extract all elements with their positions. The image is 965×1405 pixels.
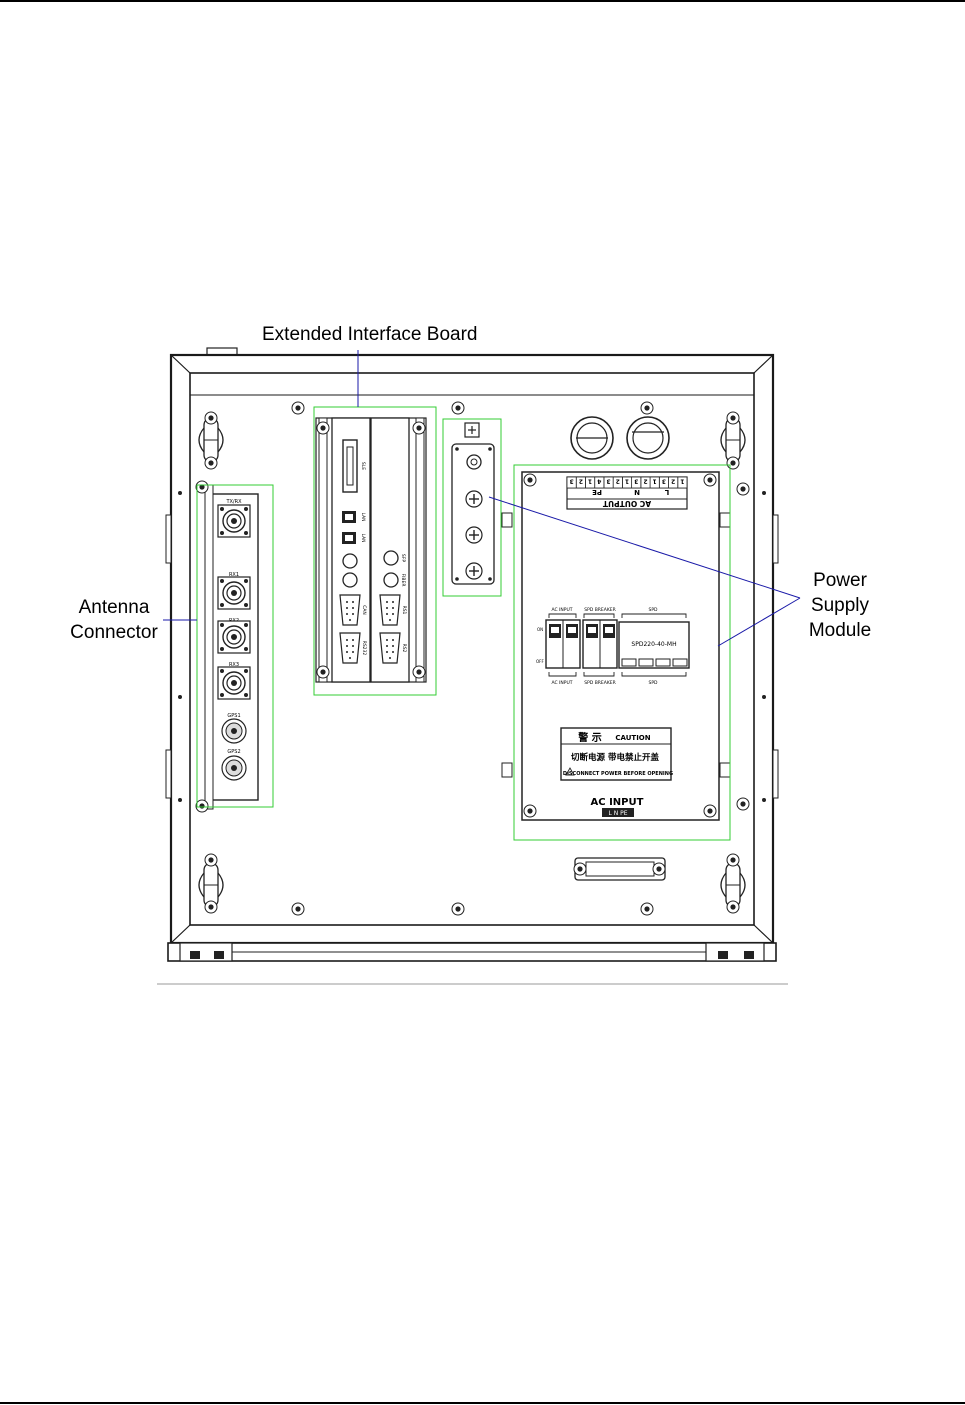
pin-number: 4: [597, 478, 601, 485]
pin-number: 2: [671, 478, 675, 485]
extended-interface-board: SLE LAN LAN CAN RS232 SFP FIBER RS1 RS2: [315, 417, 427, 683]
port-label: GPS1: [227, 713, 240, 719]
gps1-port-icon: [221, 718, 247, 744]
card-label: RS232: [361, 641, 367, 656]
leader-lines: [163, 350, 801, 647]
tx-rx-port-icon: [217, 504, 251, 538]
callout-power-supply-module: Power Supply Module: [794, 568, 886, 643]
ac-input-label: AC INPUT: [591, 797, 644, 808]
gps2-port-icon: [221, 755, 247, 781]
warning-triangle-icon: [565, 767, 575, 776]
pin-number: 1: [625, 478, 629, 485]
spd-model-label: SPD220-40-MH: [631, 641, 676, 648]
card-label: RS2: [401, 644, 407, 653]
card-label: LAN: [360, 533, 366, 542]
breaker-label-top: SPD BREAKER: [584, 607, 616, 613]
pin-number: 3: [634, 478, 638, 485]
antenna-highlight-box: [196, 484, 274, 808]
pin-number: 2: [643, 478, 647, 485]
power-supply-highlight-box: [513, 464, 731, 841]
page-top-rule: [0, 0, 965, 2]
breaker-label-top: SPD: [648, 607, 658, 613]
spd-device: SPD220-40-MH: [618, 621, 690, 669]
caution-title-en: CAUTION: [615, 734, 650, 742]
pin-number: 1: [680, 478, 684, 485]
pin-number: 3: [570, 478, 574, 485]
power-leader-2: [717, 597, 801, 647]
ac-output-header: N: [634, 488, 640, 496]
rx2-port-icon: [217, 620, 251, 654]
card-label: LAN: [360, 512, 366, 521]
pin-cell: [566, 476, 577, 489]
callout-line: Connector: [70, 622, 158, 643]
frame-screws: [178, 401, 766, 916]
breaker-label-bottom: AC INPUT: [551, 680, 572, 686]
callout-line: Supply: [810, 595, 870, 616]
pin-number: 2: [579, 478, 583, 485]
port-label: TX/RX: [225, 499, 242, 505]
callout-extended-interface-board: Extended Interface Board: [262, 324, 478, 345]
port-label: RX1: [229, 572, 239, 578]
page-bottom-rule: [0, 1402, 965, 1404]
grounding-highlight-box: [442, 418, 502, 597]
port-label: GPS2: [227, 749, 240, 755]
caution-title-cn: 警 示: [577, 731, 601, 744]
switch-off-label: OFF: [536, 659, 544, 664]
card-label: RS1: [401, 606, 407, 615]
antenna-connector-panel: TX/RX RX1 RX2 RX3 GPS1 GPS2: [195, 480, 259, 813]
caution-label: 警 示 CAUTION 切断电源 带电禁止开盖 DISCONNECT POWER…: [560, 727, 673, 781]
caution-line-1: 切断电源 带电禁止开盖: [571, 752, 659, 763]
cable-glands: [570, 416, 670, 460]
highlight-boxes: [196, 406, 731, 841]
breaker-label-top: AC INPUT: [551, 607, 572, 613]
card-label: SLE: [360, 462, 366, 470]
card-label: FIBER: [400, 574, 406, 587]
cable-clamp: [573, 857, 666, 881]
callout-line: Module: [808, 620, 872, 641]
pin-number: 3: [606, 478, 610, 485]
port-label: RX3: [229, 662, 239, 668]
switch-on-label: ON: [537, 627, 543, 632]
card-label: CAN: [361, 605, 367, 615]
grounding-plate: [451, 422, 495, 585]
ac-output-header: PE: [592, 488, 602, 496]
ac-input-breaker: [545, 619, 581, 669]
ac-output-header: L: [664, 488, 669, 496]
caution-line-2: DISCONNECT POWER BEFORE OPENING: [563, 771, 673, 777]
spd-breaker: [582, 619, 618, 669]
callout-antenna-connector: Antenna Connector: [58, 595, 170, 645]
rx3-port-icon: [217, 666, 251, 700]
callout-line: Antenna: [78, 597, 150, 618]
rx1-port-icon: [217, 576, 251, 610]
ac-input-tag: L N PE: [608, 810, 627, 817]
interface-board-highlight-box: [313, 406, 437, 696]
breaker-label-bottom: SPD BREAKER: [584, 680, 616, 686]
card-label: SFP: [400, 554, 406, 562]
callout-line: Power: [813, 570, 867, 591]
breaker-label-bottom: SPD: [648, 680, 658, 686]
cabinet-base: [157, 942, 788, 985]
pin-number: 2: [616, 478, 620, 485]
power-leader-1: [488, 496, 801, 599]
pin-number: 3: [662, 478, 666, 485]
pin-number: 1: [653, 478, 657, 485]
ac-output-title: AC OUTPUT: [602, 499, 651, 508]
pin-number: 1: [588, 478, 592, 485]
